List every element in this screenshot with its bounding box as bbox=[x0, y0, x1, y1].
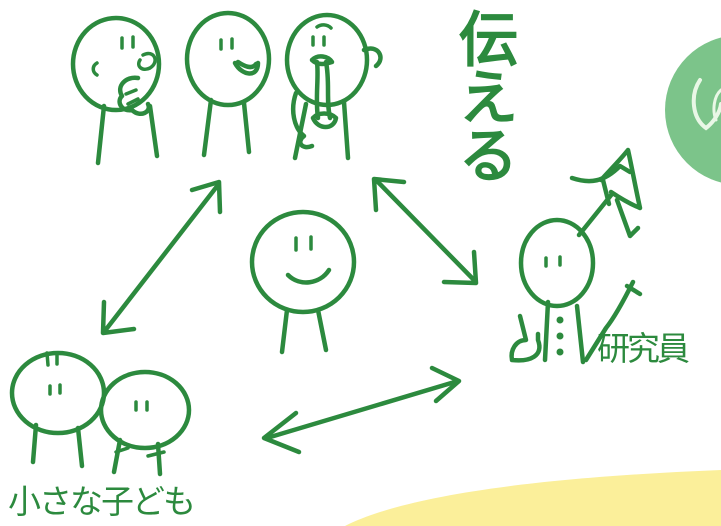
arrow-adults-to-children bbox=[100, 179, 223, 336]
arrow-children-to-researchers bbox=[261, 365, 462, 455]
small-children-label: 小さな子ども bbox=[8, 482, 196, 521]
children-figures bbox=[9, 350, 192, 477]
center-person-figure bbox=[249, 209, 357, 355]
child-1-figure bbox=[9, 350, 107, 469]
researcher-figure bbox=[509, 147, 643, 365]
yellow-highlight-shape bbox=[345, 470, 721, 526]
arrow-adults-to-researchers bbox=[371, 176, 479, 286]
person-3-figure bbox=[284, 12, 383, 161]
researchers-label: 研究員 bbox=[597, 329, 690, 368]
adults-group-figures bbox=[70, 10, 383, 166]
green-badge-partial bbox=[665, 37, 721, 183]
child-2-figure bbox=[98, 369, 192, 477]
person-1-figure bbox=[70, 15, 162, 166]
person-2-figure bbox=[184, 10, 272, 158]
convey-label: 伝える bbox=[448, 8, 518, 182]
